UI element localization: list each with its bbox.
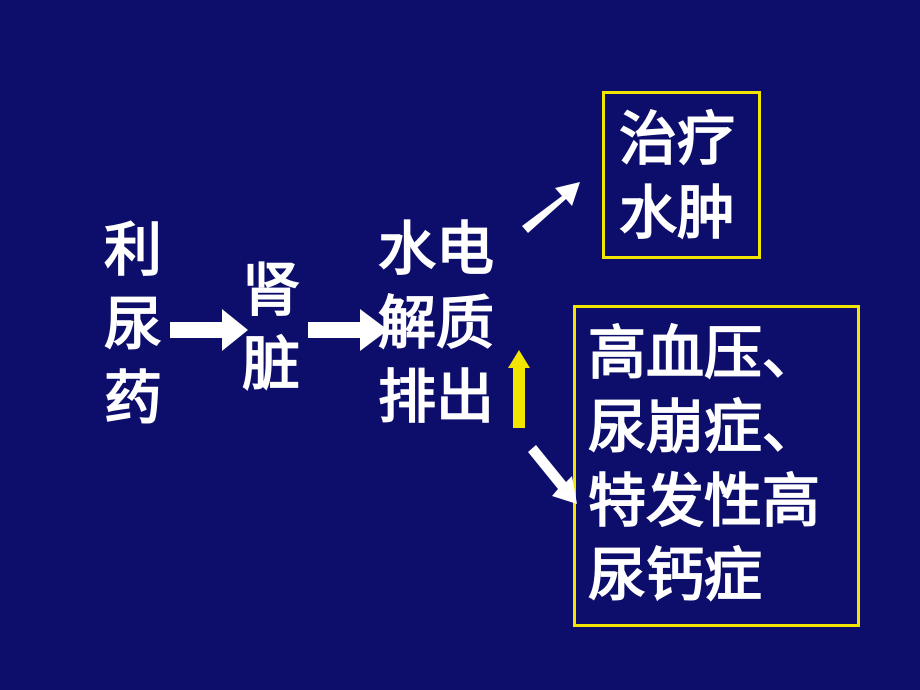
arrow-down-right-icon bbox=[528, 445, 577, 504]
treatment-box: 治疗 水肿 bbox=[602, 91, 761, 259]
arrow-right-icon bbox=[170, 309, 248, 351]
arrow-up-right-icon bbox=[522, 182, 580, 233]
node-electrolyte-excretion: 水电 解质 排出 bbox=[378, 215, 495, 431]
indications-box: 高血压、 尿崩症、 特发性高 尿钙症 bbox=[573, 305, 860, 627]
arrow-up-icon bbox=[508, 350, 530, 428]
node-conditions: 高血压、 尿崩症、 特发性高 尿钙症 bbox=[588, 319, 821, 609]
node-diuretic: 利 尿 药 bbox=[103, 216, 162, 432]
arrow-right-icon bbox=[308, 309, 388, 351]
node-treat-edema: 治疗 水肿 bbox=[619, 105, 736, 247]
node-kidney: 肾 脏 bbox=[241, 256, 300, 398]
